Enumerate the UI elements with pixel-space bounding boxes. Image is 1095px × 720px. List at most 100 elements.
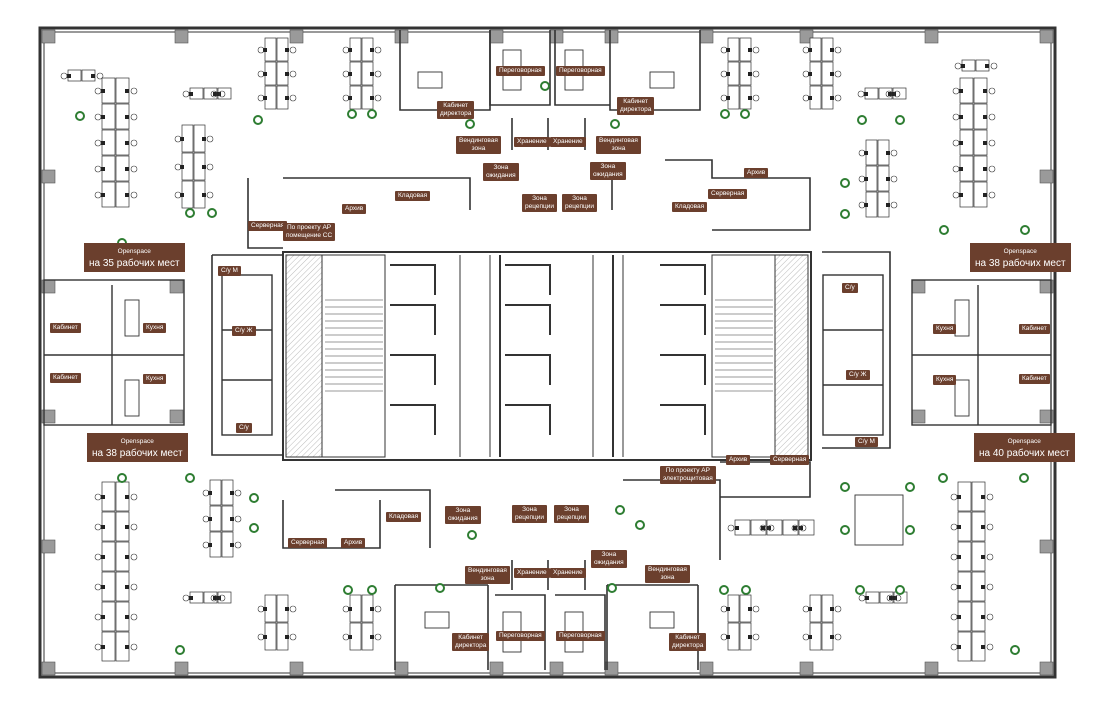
- label-line: рецепции: [557, 514, 586, 521]
- chair: [257, 94, 265, 102]
- label-wc-f-w: С/у Ж: [232, 326, 256, 336]
- label-line: Кабинет: [458, 634, 484, 641]
- plant-icon: [185, 473, 195, 483]
- monitor: [208, 543, 212, 547]
- chair: [752, 605, 760, 613]
- monitor: [830, 96, 834, 100]
- shaft-wall: [660, 404, 706, 435]
- chair: [94, 493, 102, 501]
- chair: [342, 633, 350, 641]
- monitor: [959, 89, 963, 93]
- label-server-n1: Серверная: [248, 221, 288, 231]
- chair: [94, 613, 102, 621]
- label-archive-n1: Архив: [342, 204, 367, 214]
- chair: [94, 139, 102, 147]
- chair: [834, 605, 842, 613]
- workstations: [67, 37, 990, 662]
- chair: [257, 70, 265, 78]
- monitor: [957, 495, 961, 499]
- monitor: [125, 525, 129, 529]
- monitor: [180, 137, 184, 141]
- meeting-table: [417, 71, 443, 89]
- label-office-e1: Кабинет: [1019, 324, 1050, 334]
- monitor: [808, 48, 812, 52]
- monitor: [370, 635, 374, 639]
- monitor: [285, 48, 289, 52]
- monitor: [101, 141, 105, 145]
- plant-icon: [905, 525, 915, 535]
- chair: [986, 553, 994, 561]
- monitor: [808, 96, 812, 100]
- plant-icon: [467, 530, 477, 540]
- label-line: зона: [471, 145, 486, 152]
- plant-icon: [1010, 645, 1020, 655]
- plant-icon: [207, 208, 217, 218]
- plant-icon: [840, 209, 850, 219]
- monitor: [230, 543, 234, 547]
- monitor: [348, 96, 352, 100]
- label-wc-m-w: С/у М: [218, 266, 241, 276]
- plant-icon: [720, 109, 730, 119]
- chair: [130, 165, 138, 173]
- chair: [234, 489, 242, 497]
- chair: [130, 613, 138, 621]
- structural-column: [1039, 409, 1054, 424]
- chair: [720, 605, 728, 613]
- label-office-w1: Кабинет: [50, 323, 81, 333]
- monitor: [101, 525, 105, 529]
- monitor: [865, 596, 869, 600]
- plant-icon: [840, 178, 850, 188]
- label-kitchen-e1: Кухня: [933, 324, 957, 334]
- structural-columns: [41, 29, 1054, 676]
- label-line: на 35 рабочих мест: [89, 258, 180, 269]
- meeting-table: [954, 379, 970, 417]
- monitor: [830, 607, 834, 611]
- chair: [257, 605, 265, 613]
- label-storage-n2: Хранение: [550, 137, 586, 147]
- monitor: [348, 635, 352, 639]
- chair: [94, 583, 102, 591]
- plant-icon: [117, 473, 127, 483]
- structural-column: [924, 29, 939, 44]
- meeting-table: [954, 299, 970, 337]
- plant-icon: [347, 109, 357, 119]
- shaft-wall: [505, 304, 551, 335]
- label-line: Кабинет: [443, 102, 469, 109]
- chair: [950, 493, 958, 501]
- plant-icon: [540, 81, 550, 91]
- shaft-wall: [505, 264, 551, 295]
- chair: [130, 583, 138, 591]
- monitor: [957, 525, 961, 529]
- chair: [374, 70, 382, 78]
- structural-column: [174, 29, 189, 44]
- structural-column: [1039, 29, 1054, 44]
- monitor: [957, 585, 961, 589]
- monitor: [101, 585, 105, 589]
- monitor: [125, 141, 129, 145]
- label-meeting-room-s2: Переговорная: [556, 631, 605, 641]
- chair: [858, 149, 866, 157]
- chair: [893, 90, 901, 98]
- structural-column: [1039, 661, 1054, 676]
- plant-icon: [610, 119, 620, 129]
- chair: [834, 633, 842, 641]
- monitor: [808, 72, 812, 76]
- label-server-s1: Серверная: [288, 538, 328, 548]
- chair: [96, 72, 104, 80]
- chair: [130, 553, 138, 561]
- monitor: [886, 203, 890, 207]
- monitor: [263, 48, 267, 52]
- label-line: рецепции: [515, 514, 544, 521]
- monitor: [735, 526, 739, 530]
- elevator-shafts: [390, 264, 706, 435]
- chair: [986, 523, 994, 531]
- structural-column: [394, 661, 409, 676]
- monitor: [348, 48, 352, 52]
- chair: [374, 633, 382, 641]
- monitor: [370, 96, 374, 100]
- label-office-e2: Кабинет: [1019, 374, 1050, 384]
- label-wc-m-e: С/у М: [855, 437, 878, 447]
